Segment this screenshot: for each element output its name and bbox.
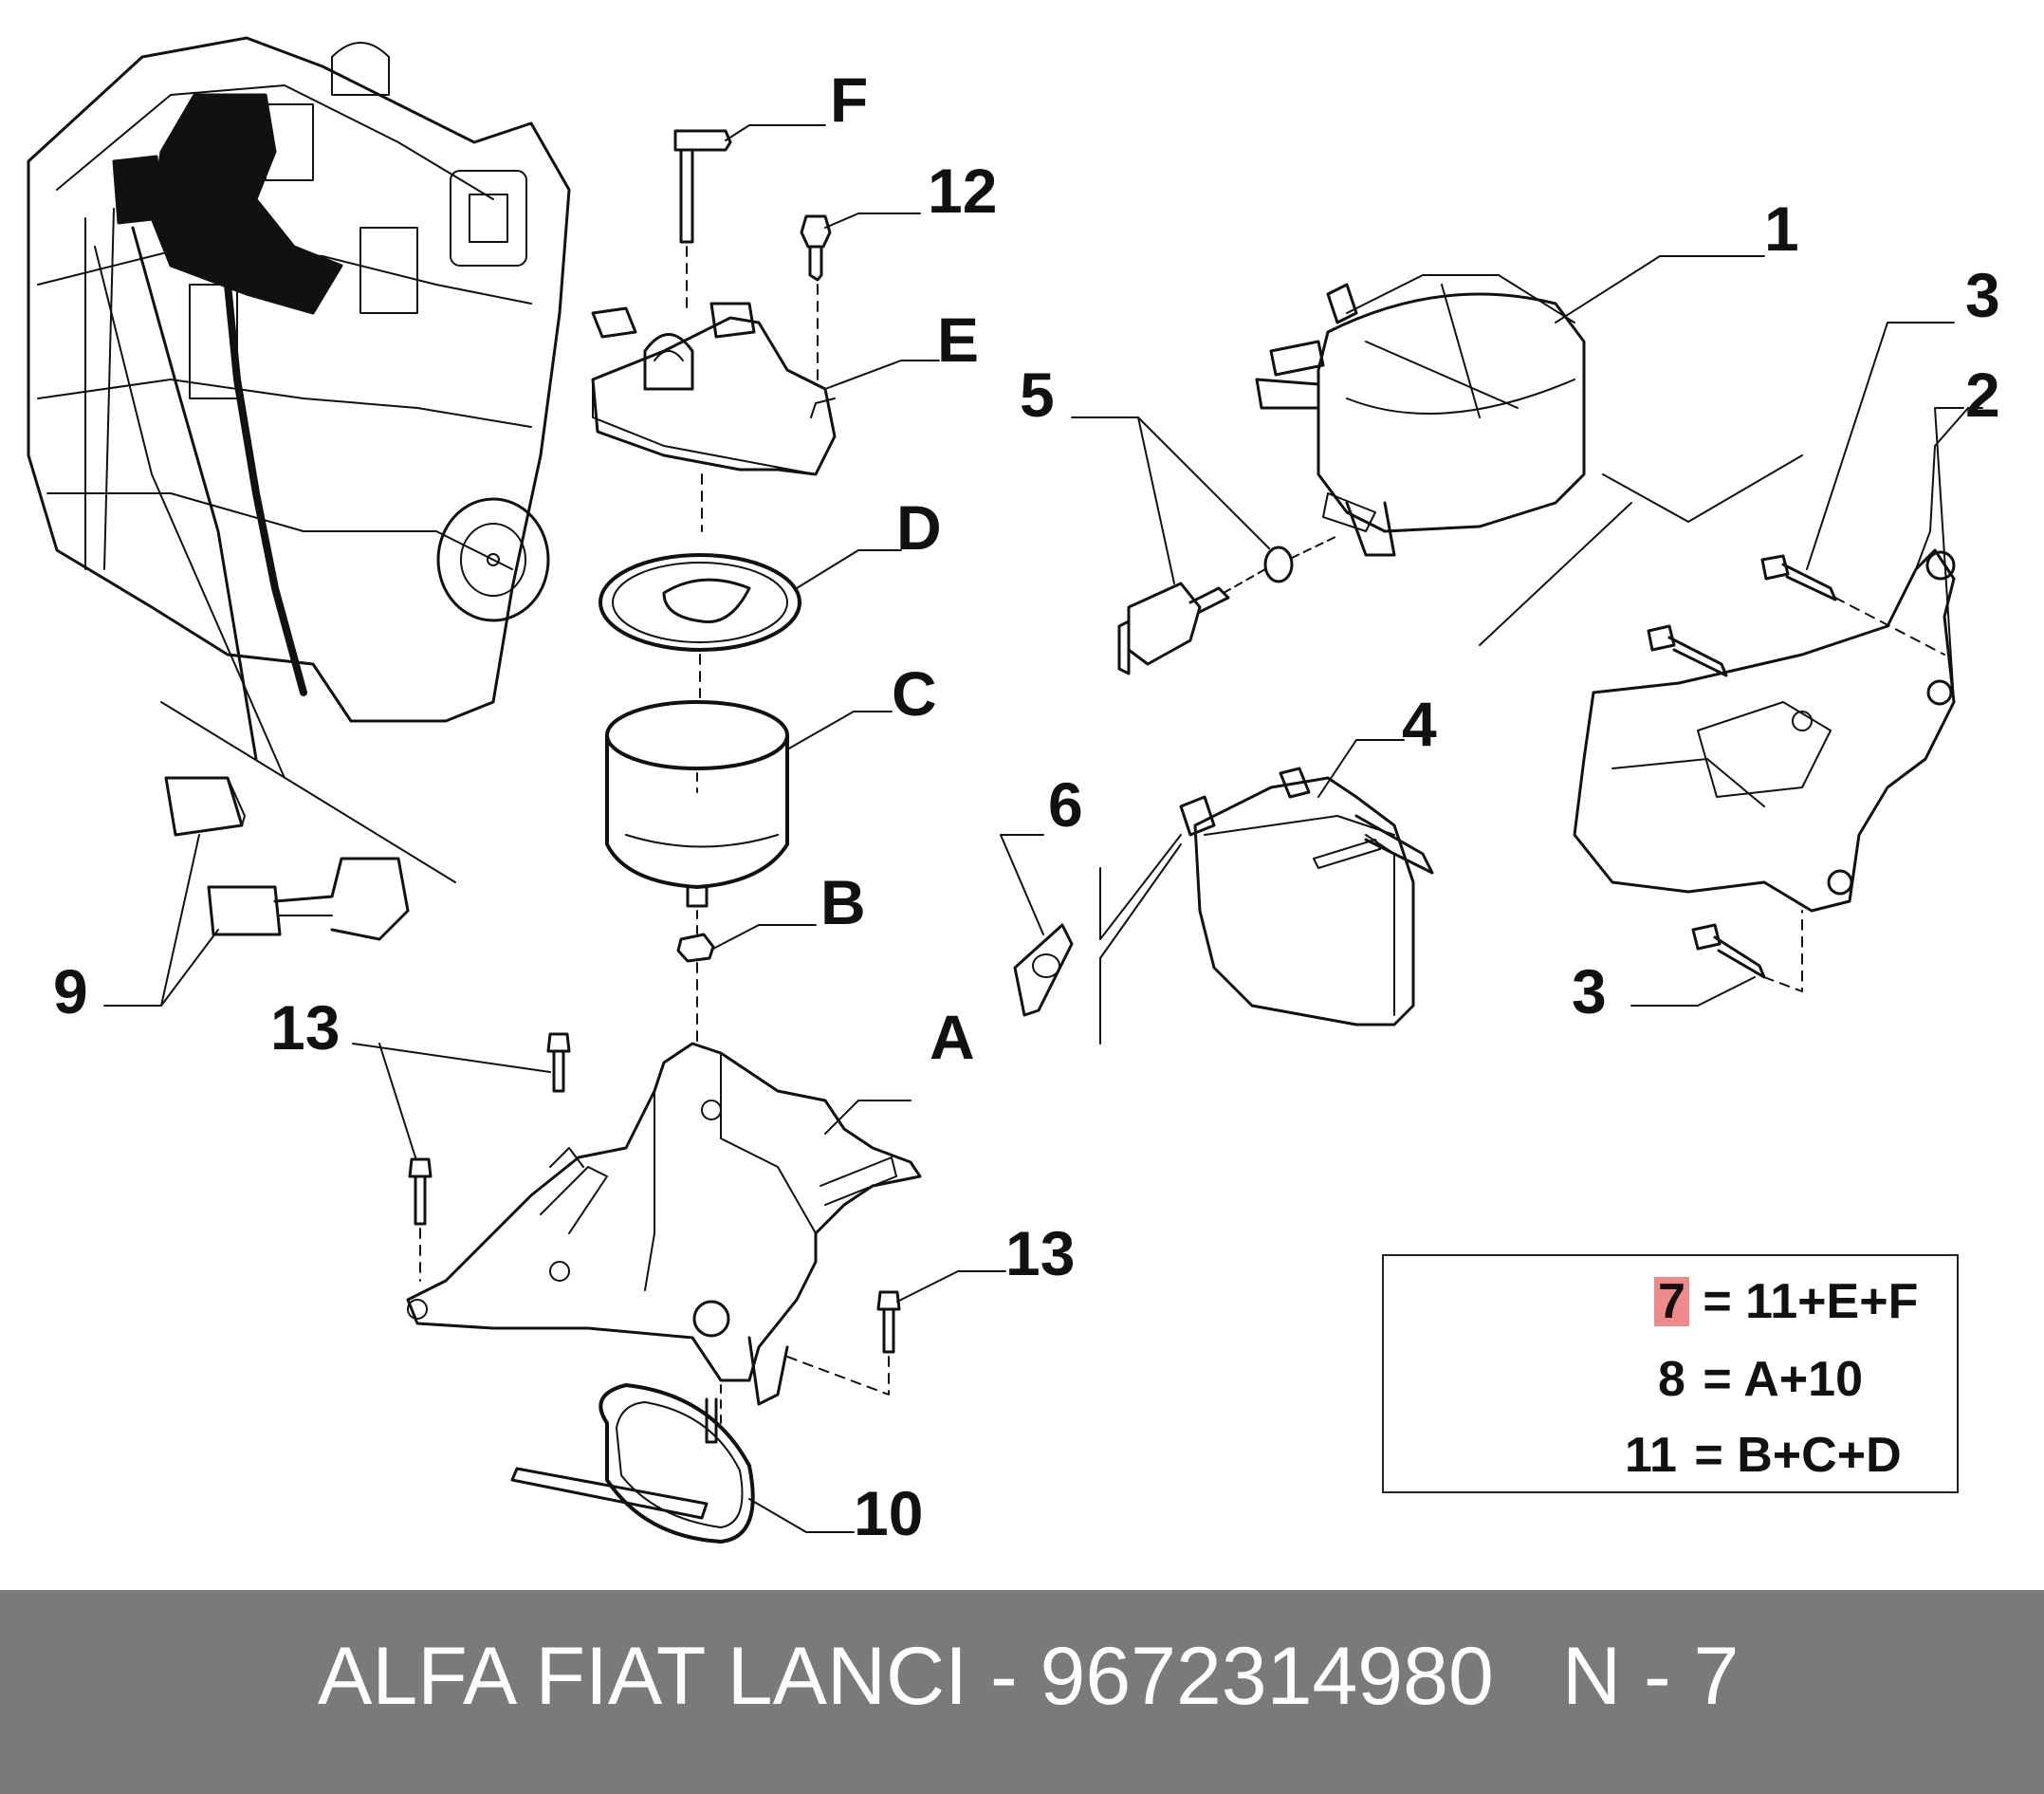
- callout-B: B: [820, 867, 866, 937]
- callout-2: 2: [1965, 360, 2000, 430]
- legend-num-11: 11: [1625, 1428, 1677, 1483]
- part-E-filter-head: [591, 302, 940, 532]
- callout-9: 9: [53, 956, 88, 1026]
- legend-formula-8: = A+10: [1688, 1352, 1864, 1407]
- callout-C: C: [892, 658, 937, 729]
- legend-num-7: 7: [1654, 1277, 1689, 1326]
- footer-bar: ALFA FIAT LANCI - 9672314980 N - 7: [0, 1590, 2044, 1794]
- legend-formula-7: = 11+E+F: [1688, 1274, 1919, 1329]
- callout-13-left: 13: [270, 992, 341, 1063]
- callout-13-right: 13: [1005, 1218, 1076, 1288]
- part-6-gasket: [1000, 834, 1182, 1045]
- callout-E: E: [937, 305, 980, 375]
- part-12-screw: [800, 213, 921, 380]
- footer-part-number: ALFA FIAT LANCI - 9672314980: [318, 1631, 1494, 1722]
- legend-row-11: 11 = B+C+D: [1621, 1431, 1902, 1480]
- callout-3-bottom: 3: [1572, 956, 1607, 1026]
- part-D-seal-ring: [598, 549, 902, 698]
- callout-4: 4: [1402, 689, 1437, 759]
- callout-10: 10: [854, 1478, 924, 1548]
- legend-row-7: 7 = 11+E+F: [1654, 1277, 1918, 1326]
- callout-D: D: [896, 492, 942, 563]
- exploded-parts-diagram: FIAT: [27, 36, 1983, 1544]
- part-4-heater-body: [1179, 739, 1434, 1026]
- callout-A: A: [930, 1002, 975, 1072]
- part-13-screws: [352, 1032, 1006, 1396]
- part-F-pin: [673, 124, 826, 314]
- callout-1: 1: [1764, 194, 1799, 264]
- part-3-bolts: [1630, 322, 1955, 1007]
- callout-F: F: [830, 65, 869, 135]
- part-9-sensor-connector: [103, 701, 456, 1007]
- part-10-gasket: [510, 1383, 855, 1544]
- part-A-bracket-housing: [406, 1042, 922, 1424]
- engine-block-illustration: [27, 36, 571, 779]
- callout-3-top: 3: [1965, 260, 2000, 330]
- legend-row-8: 8 = A+10: [1654, 1355, 1863, 1404]
- kit-legend-box: 7 = 11+E+F 8 = A+10 11 = B+C+D: [1382, 1254, 1959, 1493]
- part-1-filter-housing: [1255, 255, 1803, 646]
- callout-6: 6: [1048, 769, 1083, 840]
- legend-num-8: 8: [1658, 1352, 1685, 1407]
- part-5-sensor: [1071, 416, 1338, 675]
- part-B-nut: [676, 910, 817, 1045]
- callout-12: 12: [928, 156, 998, 226]
- footer-position: N - 7: [1562, 1631, 1740, 1722]
- part-C-filter-cartridge: [605, 700, 893, 908]
- part-2-bracket: [1573, 407, 1983, 913]
- callout-5: 5: [1020, 360, 1055, 430]
- legend-formula-11: = B+C+D: [1680, 1428, 1902, 1483]
